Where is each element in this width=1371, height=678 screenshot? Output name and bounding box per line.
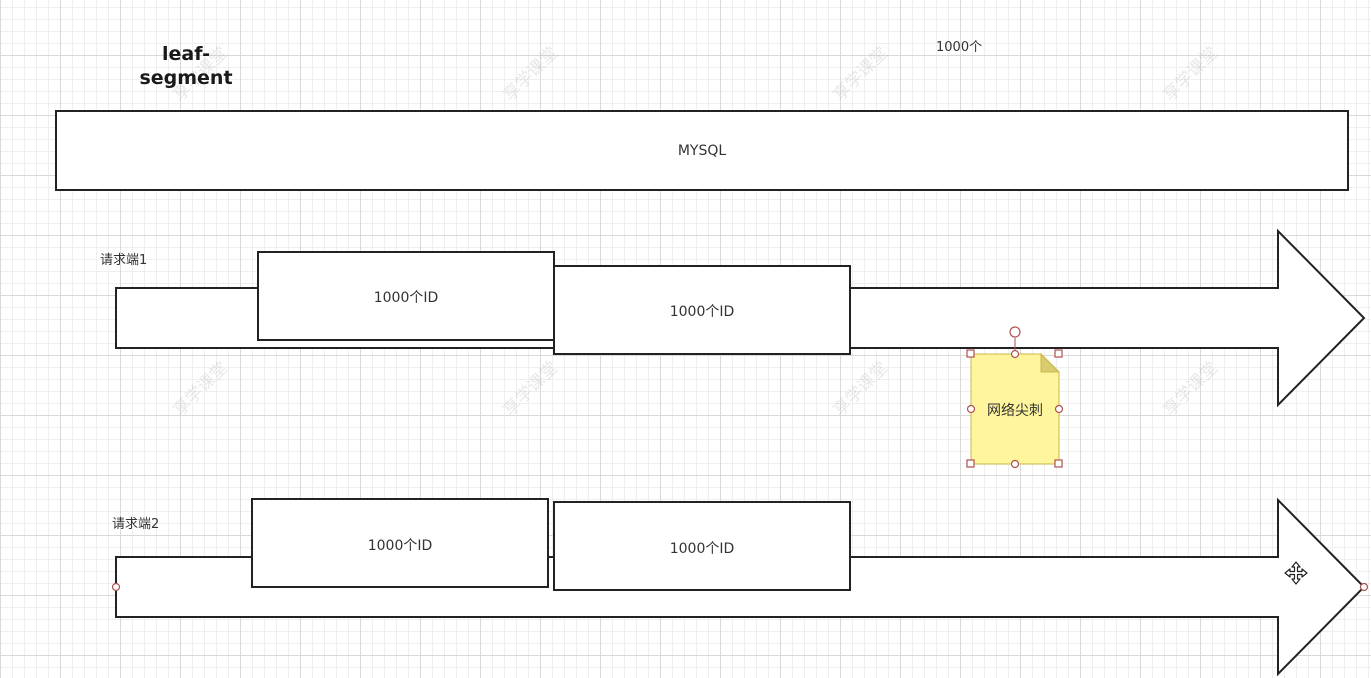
resize-handle[interactable] bbox=[966, 349, 975, 358]
resize-handle[interactable] bbox=[1054, 459, 1063, 468]
resize-handle[interactable] bbox=[966, 404, 976, 414]
requester-label-2[interactable]: 请求端2 bbox=[112, 517, 160, 532]
sticky-note-label: 网络尖刺 bbox=[987, 403, 1043, 419]
diagram-title[interactable]: leaf- segment bbox=[139, 43, 233, 89]
sticky-note[interactable] bbox=[970, 353, 1060, 465]
resize-handle[interactable] bbox=[1010, 459, 1020, 469]
move-cursor-icon bbox=[1284, 561, 1308, 585]
id-batch-box[interactable] bbox=[553, 501, 851, 591]
mysql-label: MYSQL bbox=[677, 143, 727, 159]
resize-handle[interactable] bbox=[1054, 404, 1064, 414]
requester-label-1[interactable]: 请求端1 bbox=[100, 253, 148, 268]
id-batch-label: 1000个ID bbox=[669, 304, 735, 320]
resize-handle[interactable] bbox=[1010, 349, 1020, 359]
resize-handle[interactable] bbox=[966, 459, 975, 468]
connection-point[interactable] bbox=[111, 582, 121, 592]
id-batch-label: 1000个ID bbox=[373, 290, 439, 306]
connection-point[interactable] bbox=[1359, 582, 1369, 592]
top-count-label[interactable]: 1000个 bbox=[936, 40, 983, 55]
mysql-block[interactable] bbox=[55, 110, 1349, 191]
resize-handle[interactable] bbox=[1054, 349, 1063, 358]
id-batch-label: 1000个ID bbox=[669, 541, 735, 557]
note-fold-corner bbox=[1040, 352, 1061, 373]
id-batch-label: 1000个ID bbox=[367, 538, 433, 554]
id-batch-box[interactable] bbox=[257, 251, 555, 341]
id-batch-box[interactable] bbox=[553, 265, 851, 355]
rotate-handle[interactable] bbox=[1009, 326, 1021, 338]
id-batch-box[interactable] bbox=[251, 498, 549, 588]
